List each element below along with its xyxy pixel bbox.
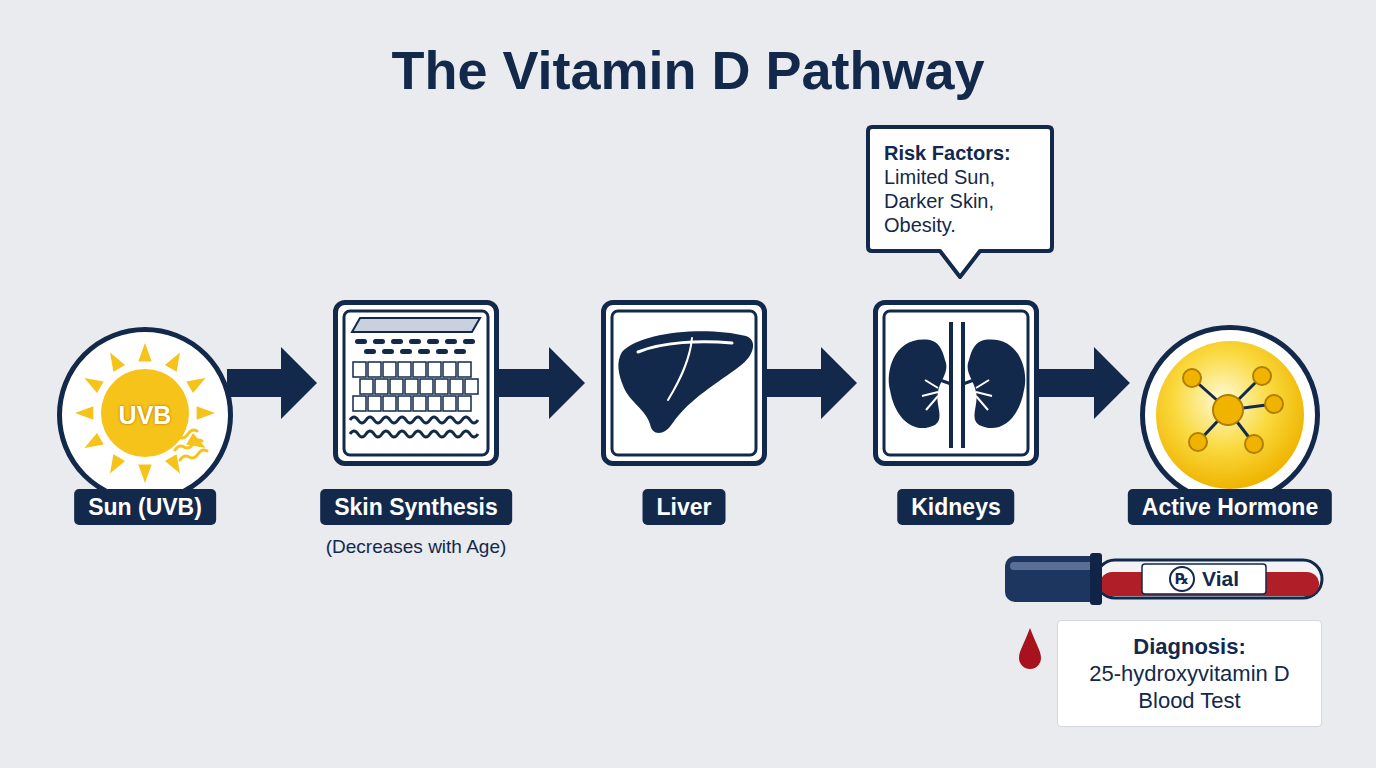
icon-label: UVB (119, 401, 172, 430)
liver-box: Liver (601, 300, 767, 466)
node-label: Skin Synthesis (320, 489, 512, 525)
panel-heading: Diagnosis: (1068, 633, 1311, 660)
sun-icon (61, 331, 229, 499)
vial-label: ℞ Vial (1142, 564, 1266, 594)
skin-icon (335, 302, 497, 464)
risk-callout: Risk Factors:Limited Sun, Darker Skin, O… (868, 127, 1052, 251)
node-label: Active Hormone (1128, 489, 1332, 525)
skin-box: Skin Synthesis(Decreases with Age) (333, 300, 499, 466)
panel-body: 25-hydroxyvitamin D Blood Test (1068, 660, 1311, 714)
callout-body: Limited Sun, Darker Skin, Obesity. (884, 165, 1036, 237)
node-note: (Decreases with Age) (326, 536, 507, 558)
node-label: Kidneys (897, 489, 1014, 525)
kidney-icon (875, 302, 1037, 464)
callout-shape (868, 127, 1052, 277)
flow-arrow (227, 369, 282, 397)
diagram-title: The Vitamin D Pathway (0, 38, 1376, 102)
flow-arrow (499, 369, 550, 397)
diagnosis-box: Diagnosis:25-hydroxyvitamin D Blood Test (1057, 620, 1322, 727)
vial-label-text: Vial (1202, 566, 1239, 592)
vial-tube: ℞ Vial (1005, 556, 1323, 602)
rx-symbol: ℞ (1169, 566, 1195, 592)
flow-arrow (767, 369, 822, 397)
callout-heading: Risk Factors: (884, 141, 1036, 165)
node-label: Liver (643, 489, 726, 525)
sun-circle: UVBSun (UVB) (57, 327, 233, 503)
flow-arrow (1039, 369, 1095, 397)
molecule-icon (1144, 329, 1316, 501)
hormone-circle: Active Hormone (1140, 325, 1320, 505)
kidney-box: Kidneys (873, 300, 1039, 466)
liver-icon (603, 302, 765, 464)
node-label: Sun (UVB) (74, 489, 216, 525)
